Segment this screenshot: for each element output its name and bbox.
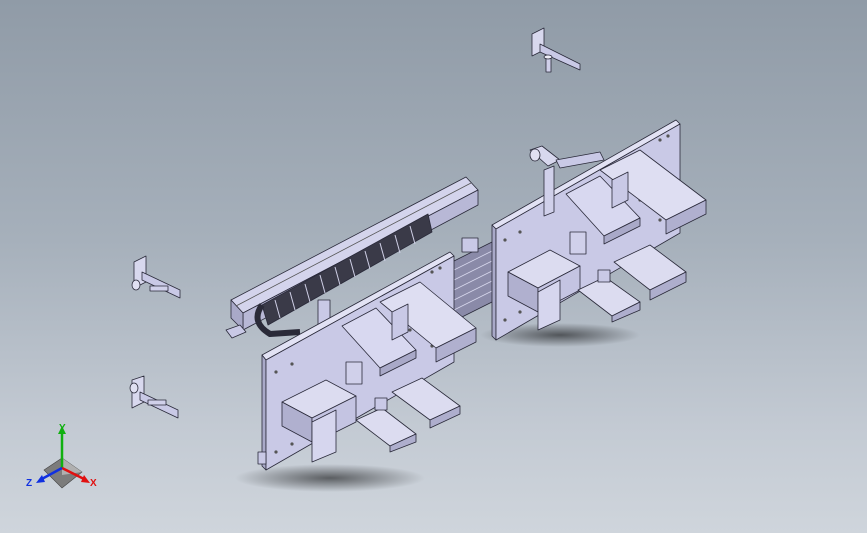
bracket-pin-part-mid[interactable] xyxy=(529,145,605,217)
triad-y-label: Y xyxy=(59,423,66,434)
coordinate-triad: Y X Z xyxy=(26,423,97,489)
bracket-pin-part-left-lower[interactable] xyxy=(129,375,179,419)
ground-shadow-left xyxy=(235,464,425,492)
connecting-rods[interactable] xyxy=(451,237,497,323)
cable-drag-chain[interactable] xyxy=(254,213,433,337)
left-mount-plate-assembly[interactable] xyxy=(257,251,477,471)
right-mount-plate-assembly[interactable] xyxy=(491,119,707,341)
triad-x-axis xyxy=(61,466,87,482)
triad-z-axis xyxy=(39,466,63,482)
bracket-pin-part-top[interactable] xyxy=(531,27,581,73)
triad-x-label: X xyxy=(90,478,97,489)
bracket-pin-part-left-upper[interactable] xyxy=(131,255,181,299)
triad-z-label: Z xyxy=(26,478,32,489)
ground-shadow-right xyxy=(480,323,640,347)
